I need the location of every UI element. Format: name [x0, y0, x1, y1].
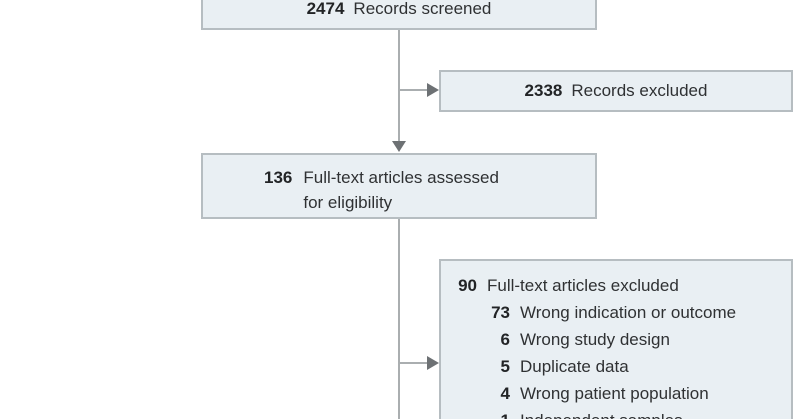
fulltext-excluded-count: 90 — [458, 276, 477, 295]
fulltext-assessed-box: 136 Full-text articles assessed for elig… — [201, 153, 597, 219]
reason-label: Wrong study design — [520, 330, 670, 349]
records-screened-box: 2474 Records screened — [201, 0, 597, 30]
reason-label: Wrong indication or outcome — [520, 303, 737, 322]
reason-count: 4 — [500, 384, 510, 403]
fulltext-assessed-label-line2: for eligibility — [303, 193, 393, 212]
arrowhead-right-icon — [427, 356, 439, 370]
fulltext-assessed-label-line1: Full-text articles assessed — [303, 168, 499, 187]
exclusion-reason-row: 73 Wrong indication or outcome — [452, 299, 791, 326]
exclusion-reason-row: 5 Duplicate data — [452, 353, 791, 380]
records-screened-label: Records screened — [353, 0, 492, 18]
records-excluded-box: 2338 Records excluded — [439, 70, 793, 112]
arrowhead-down-icon — [392, 141, 406, 152]
fulltext-excluded-heading: 90 Full-text articles excluded — [452, 272, 791, 299]
fulltext-excluded-box: 90 Full-text articles excluded 73 Wrong … — [439, 259, 793, 419]
connector-to-fulltext-excluded — [399, 362, 428, 364]
fulltext-assessed-label: Full-text articles assessed for eligibil… — [303, 165, 499, 215]
exclusion-reason-row: 4 Wrong patient population — [452, 380, 791, 407]
records-excluded-label: Records excluded — [571, 81, 708, 100]
exclusion-reason-row: 6 Wrong study design — [452, 326, 791, 353]
reason-label: Independent samples — [520, 407, 683, 419]
connector-to-records-excluded — [399, 89, 428, 91]
connector-screened-to-assessed — [398, 30, 400, 142]
connector-assessed-downward — [398, 219, 400, 419]
fulltext-excluded-label: Full-text articles excluded — [487, 276, 679, 295]
reason-label: Duplicate data — [520, 357, 629, 376]
records-screened-count: 2474 — [306, 0, 345, 18]
reason-count: 1 — [452, 407, 510, 419]
exclusion-reason-row: 1 Independent samples — [452, 407, 791, 419]
fulltext-assessed-count: 136 — [264, 168, 293, 187]
reason-label: Wrong patient population — [520, 384, 709, 403]
reason-count: 5 — [500, 357, 510, 376]
records-excluded-count: 2338 — [524, 81, 563, 100]
reason-count: 73 — [491, 303, 510, 322]
arrowhead-right-icon — [427, 83, 439, 97]
reason-count: 6 — [500, 330, 510, 349]
